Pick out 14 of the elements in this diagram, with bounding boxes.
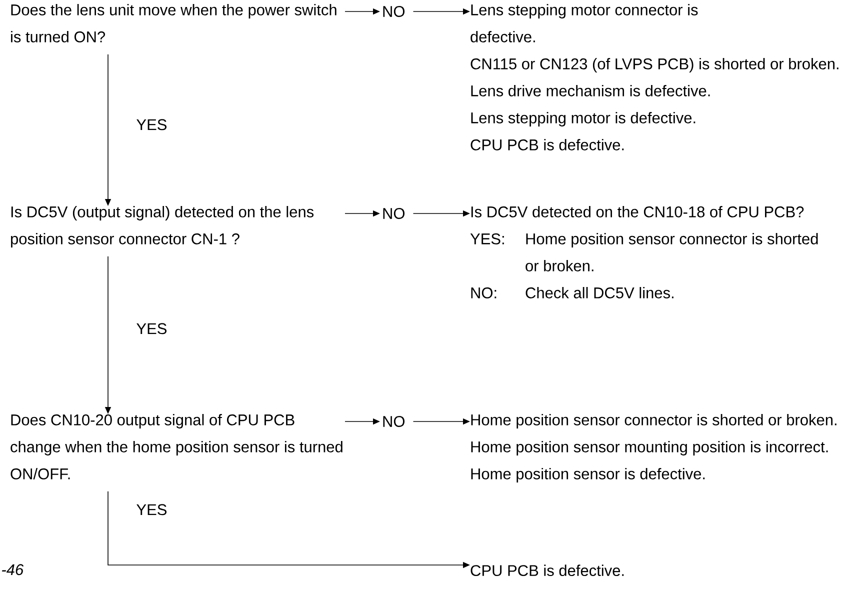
edge-label: YES <box>136 323 167 334</box>
question-text: Is DC5V (output signal) detected on the lens position sensor connector CN-1 ? <box>11 206 314 248</box>
result-text: Lens stepping motor connector is defective. CN115 or CN123 (of LVPS PCB) is shorted or broken. Lens drive mechanism is defective. Lens stepping motor is defective. CPU PCB is defective. <box>470 4 838 150</box>
edge-label: YES <box>136 119 167 130</box>
result-text: Is DC5V detected on the CN10-18 of CPU PCB? YES: Home position sensor connector is shorted or broken. NO: Check all DC5V lines. <box>470 206 818 298</box>
edge-label: YES <box>136 504 167 516</box>
page-number: -46 <box>2 564 24 576</box>
answer-label: NO <box>383 416 404 427</box>
answer-label: NO <box>383 208 404 219</box>
question-text: Does CN10-20 output signal of CPU PCB change when the home position sensor is turned ON/OFF. <box>10 414 342 480</box>
result-text: Home position sensor connector is shorted or broken. Home position sensor mounting position is incorrect. Home position sensor is defective. <box>471 414 836 482</box>
result-text: CPU PCB is defective. <box>470 564 624 576</box>
answer-label: NO <box>383 6 404 17</box>
question-text: Does the lens unit move when the power switch is turned ON? <box>11 4 336 42</box>
